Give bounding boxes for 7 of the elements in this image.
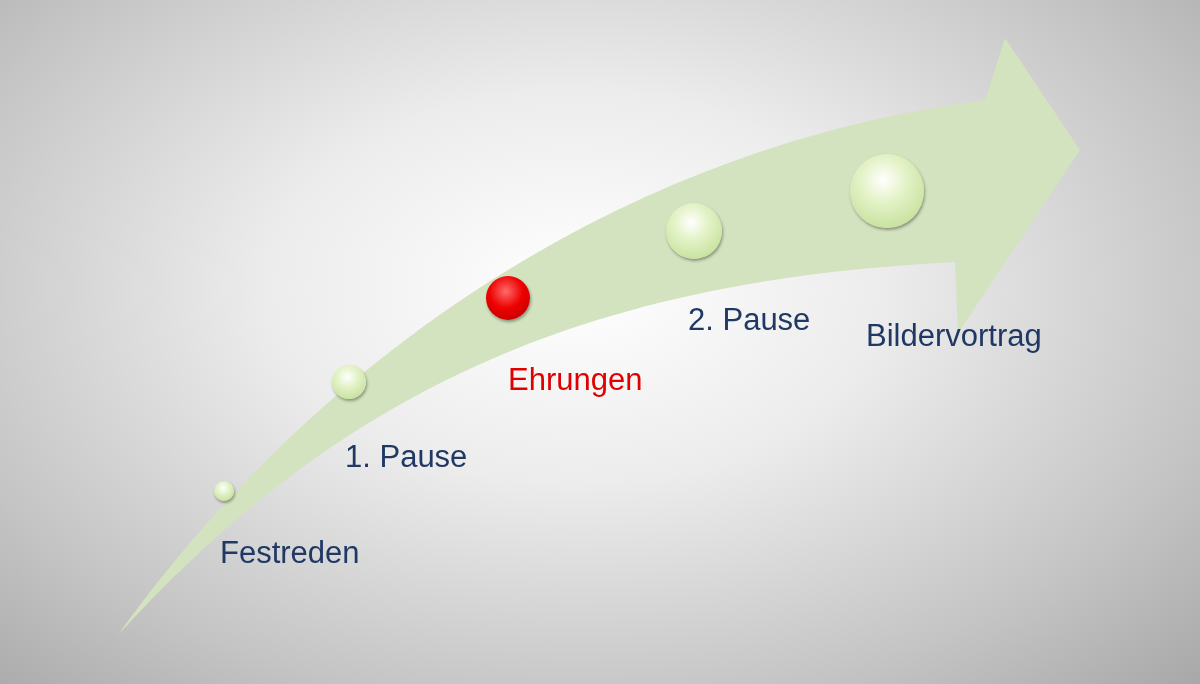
milestone-label: 1. Pause [345,439,468,475]
timeline-dot [332,365,366,399]
milestone-label: 2. Pause [688,302,811,338]
milestone-label: Bildervortrag [866,318,1042,354]
milestone-label: Ehrungen [508,362,643,398]
timeline-dot [214,481,234,501]
milestone-label: Festreden [220,535,360,571]
